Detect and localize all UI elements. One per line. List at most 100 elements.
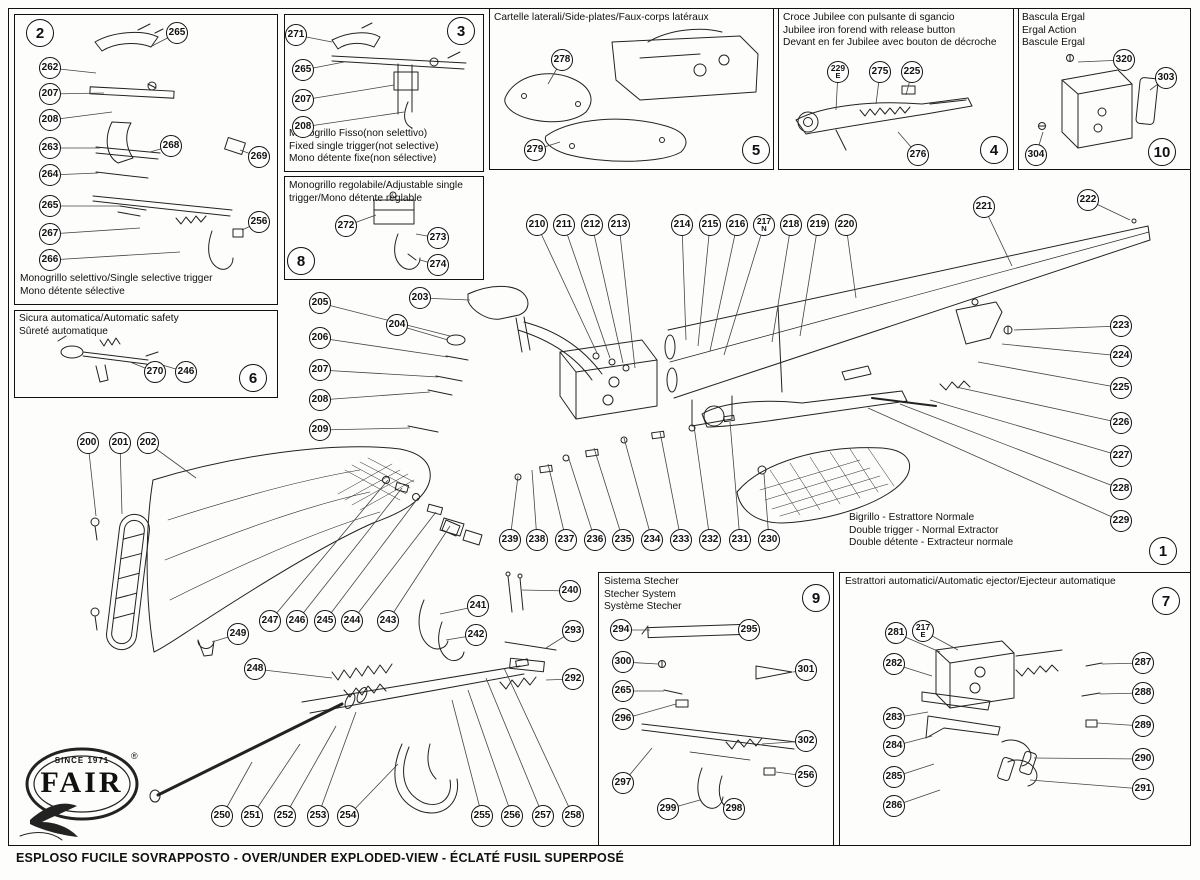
part-callout-263: 263 (39, 137, 61, 159)
part-callout-239: 239 (499, 529, 521, 551)
caption-line: Bascula Ergal (1022, 12, 1085, 23)
part-callout-296: 296 (612, 708, 634, 730)
part-callout-266: 266 (39, 249, 61, 271)
section-box-stecher-system (598, 572, 834, 846)
section-number-1: 1 (1149, 537, 1177, 565)
part-callout-299: 299 (657, 798, 679, 820)
art-side-plates (504, 28, 759, 162)
part-callout-223: 223 (1110, 315, 1132, 337)
part-callout-207: 207 (39, 83, 61, 105)
part-callout-273: 273 (427, 227, 449, 249)
section-box-jubilee-forend (778, 8, 1014, 170)
caption-adjustable-trigger: Monogrillo regolabile/Adjustable single … (289, 180, 463, 205)
caption-line: Bascule Ergal (1022, 37, 1085, 48)
caption-line: Croce Jubilee con pulsante di sgancio (783, 12, 955, 23)
caption-line: Devant en fer Jubilee avec bouton de déc… (783, 37, 997, 48)
caption-line: Monogrillo selettivo/Single selective tr… (20, 273, 213, 284)
part-callout-211: 211 (553, 214, 575, 236)
part-callout-242: 242 (465, 624, 487, 646)
part-callout-276: 276 (907, 144, 929, 166)
part-callout-279: 279 (524, 139, 546, 161)
caption-ergal-action: Bascula Ergal Ergal Action Bascule Ergal (1022, 12, 1085, 50)
section-number-5: 5 (742, 136, 770, 164)
part-callout-304: 304 (1025, 144, 1047, 166)
part-callout-245: 245 (314, 610, 336, 632)
part-callout-226: 226 (1110, 412, 1132, 434)
caption-line: Double trigger - Normal Extractor (849, 524, 999, 536)
part-callout-282: 282 (883, 653, 905, 675)
section-number-8: 8 (287, 247, 315, 275)
part-callout-243: 243 (377, 610, 399, 632)
part-callout-285: 285 (883, 766, 905, 788)
part-callout-224: 224 (1110, 345, 1132, 367)
logo-tagline: SINCE 1971 (54, 756, 110, 765)
part-callout-235: 235 (612, 529, 634, 551)
part-callout-218: 218 (780, 214, 802, 236)
part-callout-248: 248 (244, 658, 266, 680)
caption-jubilee-forend: Croce Jubilee con pulsante di sgancio Ju… (783, 12, 997, 50)
part-callout-237: 237 (555, 529, 577, 551)
part-callout-257: 257 (532, 805, 554, 827)
part-callout-265: 265 (612, 680, 634, 702)
part-callout-215: 215 (699, 214, 721, 236)
brand-logo: FAIR (40, 766, 124, 799)
part-callout-300: 300 (612, 651, 634, 673)
part-callout-206: 206 (309, 327, 331, 349)
part-callout-234: 234 (641, 529, 663, 551)
part-callout-210: 210 (526, 214, 548, 236)
part-callout-229: 229 (1110, 510, 1132, 532)
part-callout-320: 320 (1113, 49, 1135, 71)
part-callout-220: 220 (835, 214, 857, 236)
section-number-10: 10 (1148, 138, 1176, 166)
part-callout-219: 219 (807, 214, 829, 236)
part-callout-264: 264 (39, 164, 61, 186)
part-callout-227: 227 (1110, 445, 1132, 467)
caption-line: Ergal Action (1022, 24, 1077, 36)
part-callout-244: 244 (341, 610, 363, 632)
part-callout-203: 203 (409, 287, 431, 309)
part-callout-286: 286 (883, 795, 905, 817)
section-number-4: 4 (980, 136, 1008, 164)
art-jubilee-forend (795, 85, 973, 151)
caption-line: Mono détente fixe(non sélective) (289, 153, 437, 164)
part-callout-214: 214 (671, 214, 693, 236)
caption-line: Bigrillo - Estrattore Normale (849, 512, 975, 523)
part-callout-278: 278 (551, 49, 573, 71)
part-callout-281: 281 (885, 622, 907, 644)
part-callout-221: 221 (973, 196, 995, 218)
part-callout-236: 236 (584, 529, 606, 551)
part-callout-283: 283 (883, 707, 905, 729)
part-callout-222: 222 (1077, 189, 1099, 211)
part-callout-265: 265 (292, 59, 314, 81)
part-callout-293: 293 (562, 620, 584, 642)
caption-line: Sistema Stecher (604, 576, 679, 587)
section-box-automatic-safety (14, 310, 278, 398)
part-callout-258: 258 (562, 805, 584, 827)
brand-logo-art (19, 747, 139, 841)
part-callout-247: 247 (259, 610, 281, 632)
part-callout-225: 225 (1110, 377, 1132, 399)
caption-line: Monogrillo regolabile/Adjustable single (289, 180, 463, 191)
art-ergal-action (1038, 54, 1159, 149)
art-main-gun (90, 218, 1151, 814)
part-callout-207: 207 (309, 359, 331, 381)
part-callout-289: 289 (1132, 715, 1154, 737)
registered-mark-icon: ® (131, 751, 138, 761)
caption-line: Double détente - Extracteur normale (849, 537, 1014, 548)
footer-title: ESPLOSO FUCILE SOVRAPPOSTO - OVER/UNDER … (16, 851, 625, 865)
section-box-ergal-action (1018, 8, 1191, 170)
part-callout-265: 265 (39, 195, 61, 217)
part-callout-268: 268 (160, 135, 182, 157)
part-callout-200: 200 (77, 432, 99, 454)
caption-auto-ejector: Estrattori automatici/Automatic ejector/… (845, 576, 1116, 589)
part-callout-207: 207 (292, 89, 314, 111)
part-callout-213: 213 (608, 214, 630, 236)
part-callout-231: 231 (729, 529, 751, 551)
part-callout-230: 230 (758, 529, 780, 551)
part-callout-241: 241 (467, 595, 489, 617)
part-callout-267: 267 (39, 223, 61, 245)
part-callout-265: 265 (166, 22, 188, 44)
